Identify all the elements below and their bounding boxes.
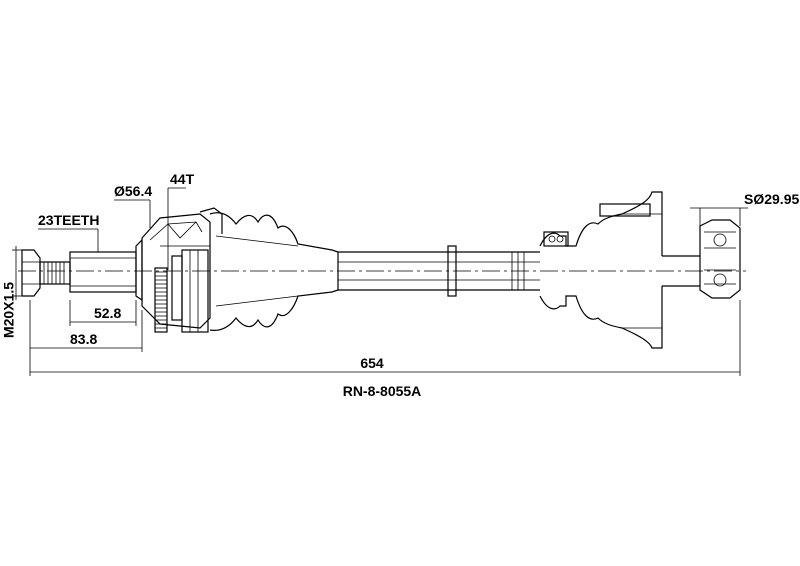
- abs-teeth-label: 44T: [170, 171, 195, 187]
- thread-dimension: M20X1.5: [1, 282, 17, 338]
- outer-cv-joint: [141, 207, 223, 333]
- outer-boot: [209, 212, 339, 331]
- length-52-label: 52.8: [94, 305, 121, 321]
- inner-boot: [539, 191, 663, 349]
- part-number: RN-8-8055A: [343, 383, 422, 399]
- teeth-outer-label: 23TEETH: [38, 212, 99, 228]
- inner-spline-label: SØ29.95: [744, 191, 799, 207]
- overall-length-label: 654: [360, 355, 384, 371]
- dimension-lines: [12, 187, 748, 376]
- diameter-outer-label: Ø56.4: [114, 183, 152, 199]
- length-83-label: 83.8: [70, 331, 97, 347]
- inner-joint: [662, 219, 741, 299]
- threaded-stub: [21, 238, 143, 302]
